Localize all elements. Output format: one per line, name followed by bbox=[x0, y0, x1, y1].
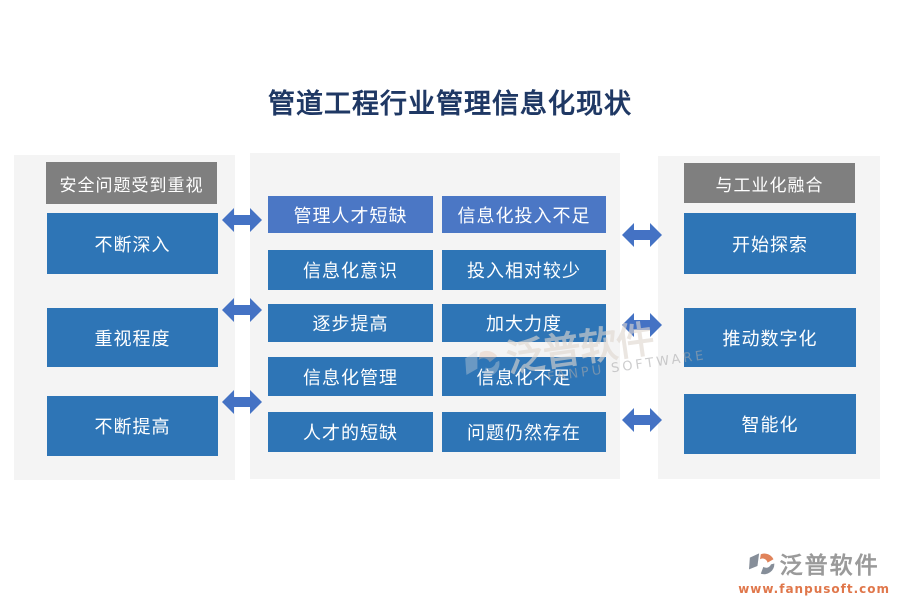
middle-box: 信息化不足 bbox=[442, 357, 606, 396]
double-arrow-icon bbox=[622, 408, 662, 432]
double-arrow-icon bbox=[222, 298, 262, 322]
middle-box: 逐步提高 bbox=[268, 304, 433, 342]
middle-box: 人才的短缺 bbox=[268, 412, 433, 452]
left-item-box: 不断深入 bbox=[47, 213, 218, 274]
middle-box: 加大力度 bbox=[442, 304, 606, 342]
right-item-box: 智能化 bbox=[684, 394, 856, 454]
page-title: 管道工程行业管理信息化现状 bbox=[268, 89, 632, 120]
right-item-box: 推动数字化 bbox=[684, 308, 856, 367]
left-item-box: 重视程度 bbox=[47, 308, 218, 367]
middle-box: 信息化投入不足 bbox=[442, 196, 606, 233]
vendor-logo: 泛普软件 www.fanpusoft.com bbox=[738, 546, 890, 596]
left-item-box: 不断提高 bbox=[47, 396, 218, 456]
double-arrow-icon bbox=[222, 208, 262, 232]
middle-box: 投入相对较少 bbox=[442, 250, 606, 290]
middle-box: 问题仍然存在 bbox=[442, 412, 606, 452]
vendor-logo-icon bbox=[748, 552, 774, 574]
right-panel-header: 与工业化融合 bbox=[684, 163, 855, 203]
double-arrow-icon bbox=[622, 223, 662, 247]
middle-box: 管理人才短缺 bbox=[268, 196, 433, 233]
double-arrow-icon bbox=[622, 313, 662, 337]
double-arrow-icon bbox=[222, 390, 262, 414]
middle-box: 信息化管理 bbox=[268, 357, 433, 396]
vendor-url: www.fanpusoft.com bbox=[738, 582, 890, 596]
middle-box: 信息化意识 bbox=[268, 250, 433, 290]
left-panel-header: 安全问题受到重视 bbox=[46, 162, 217, 204]
right-item-box: 开始探索 bbox=[684, 213, 856, 274]
vendor-name: 泛普软件 bbox=[779, 552, 880, 579]
